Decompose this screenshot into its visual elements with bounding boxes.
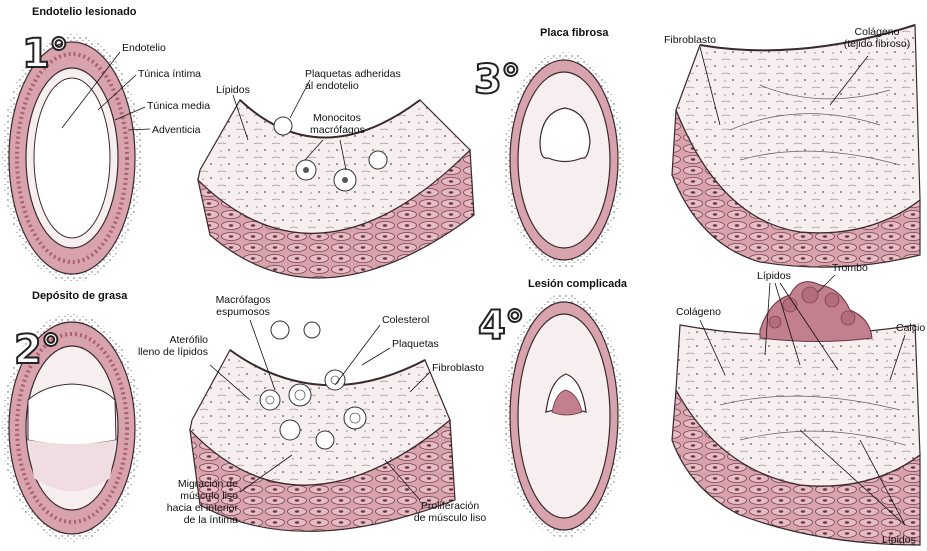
label-trombo: Trombo	[832, 262, 868, 274]
label-proliferacion-1: Proliferación	[408, 500, 492, 512]
stage3-vessel	[504, 52, 624, 268]
label-monocitos-1: Monocitos	[313, 112, 361, 124]
stage3-number: 3°	[474, 60, 520, 100]
label-plaquetas-adheridas-1: Plaquetas adheridas	[305, 68, 401, 80]
stage1-title: Endotelio lesionado	[32, 6, 137, 18]
stage4-title: Lesión complicada	[528, 278, 627, 290]
label-monocitos-2: macrófagos	[310, 124, 365, 136]
label-calcio: Calcio	[896, 322, 925, 334]
stage1-number: 1°	[22, 34, 68, 74]
label-migracion-3: hacia el interior	[140, 502, 238, 514]
label-migracion-4: de la íntima	[140, 514, 238, 526]
stage3-wall-section	[672, 25, 920, 267]
label-lipidos-4b: Lípidos	[882, 534, 916, 546]
label-colageno-4: Colágeno	[676, 306, 721, 318]
label-colageno-3b: (tejido fibroso)	[835, 38, 919, 50]
label-endotelio: Endotelio	[122, 42, 166, 54]
label-macrofagos-esp-1: Macrófagos	[208, 294, 278, 306]
stage2-number: 2°	[14, 330, 60, 370]
label-aterofilo-1: Aterófilo	[130, 334, 208, 346]
label-fibroblasto-3: Fibroblasto	[664, 34, 716, 46]
label-plaquetas-adheridas-2: al endotelio	[305, 80, 359, 92]
label-colageno-3a: Colágeno	[835, 26, 919, 38]
label-lipidos-4a: Lípidos	[757, 270, 791, 282]
stage2-title: Depósito de grasa	[32, 290, 127, 302]
label-tunica-intima: Túnica íntima	[138, 68, 201, 80]
label-fibroblasto-2: Fibroblasto	[432, 362, 484, 374]
label-migracion-2: músculo liso	[140, 490, 238, 502]
label-lipidos-1: Lípidos	[216, 84, 250, 96]
label-migracion-1: Migración de	[140, 478, 238, 490]
label-aterofilo-2: lleno de lípidos	[130, 346, 208, 358]
stage3-title: Placa fibrosa	[540, 27, 608, 39]
label-proliferacion-2: de músculo liso	[408, 512, 492, 524]
label-macrofagos-esp-2: espumosos	[208, 306, 278, 318]
stage4-number: 4°	[478, 306, 524, 346]
label-tunica-media: Túnica media	[147, 100, 210, 112]
label-plaquetas: Plaquetas	[392, 338, 439, 350]
stage4-wall-section	[672, 282, 920, 545]
label-colesterol: Colesterol	[382, 314, 429, 326]
label-adventicia: Adventicia	[152, 124, 200, 136]
